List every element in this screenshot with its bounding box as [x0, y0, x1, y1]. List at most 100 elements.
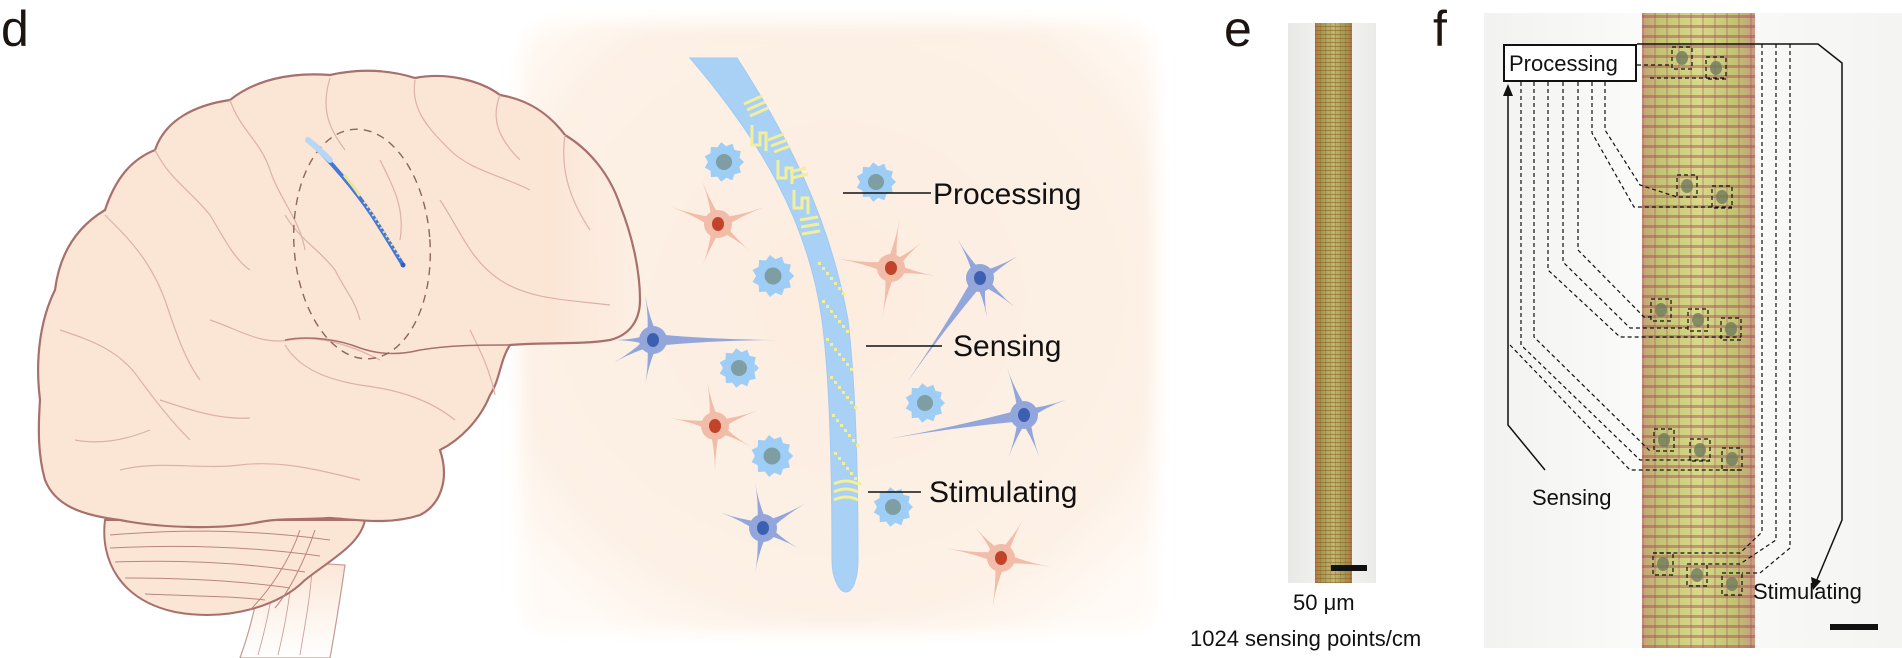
sensing-point: [854, 477, 857, 480]
sensing-point: [856, 444, 859, 447]
astrocyte: [671, 181, 765, 267]
lateral-sulcus: [284, 337, 511, 355]
sensing-point: [852, 439, 855, 442]
routing-trace: [1653, 44, 1763, 554]
sensing-point: [848, 434, 851, 437]
sensing-point: [826, 272, 829, 275]
micrograph-e-probe: [1315, 23, 1352, 583]
neuron-process: [905, 274, 985, 385]
routing-trace: [1742, 44, 1791, 574]
sensing-point: [842, 358, 845, 361]
routing-trace: [1591, 82, 1732, 208]
microglia-cell: [719, 348, 759, 388]
label-f-sensing: Sensing: [1532, 485, 1612, 510]
panel-label-d: d: [1, 1, 29, 57]
sensing-point: [854, 406, 857, 409]
sensing-point: [818, 262, 821, 265]
stimulating-arrow-line: [1637, 43, 1843, 583]
neuron: [613, 295, 783, 385]
neuron-process: [653, 334, 783, 346]
electrode-pad: [1725, 322, 1737, 336]
neuron-nucleus: [757, 521, 769, 535]
sensing-point: [838, 457, 841, 460]
astrocyte: [946, 519, 1051, 608]
sensing-point: [842, 391, 845, 394]
routing-traces: [1509, 44, 1791, 574]
scale-label-e: 50 μm: [1293, 590, 1355, 615]
neuron-nucleus: [1018, 408, 1030, 422]
brain-sulci: [59, 77, 611, 481]
mini-probe-shank: [305, 137, 333, 163]
sensing-point: [838, 386, 841, 389]
microglia-nucleus: [763, 447, 781, 465]
sensing-point: [838, 287, 841, 290]
sensing-point: [850, 401, 853, 404]
electrode-pad-outline: [1720, 317, 1742, 341]
sensing-point: [838, 353, 841, 356]
electrode-pad: [1726, 577, 1738, 591]
processing-box: Processing: [1503, 44, 1637, 82]
microglia-nucleus: [716, 154, 732, 170]
sensing-point: [830, 376, 833, 379]
routing-trace: [1562, 82, 1688, 329]
electrode-pad: [1655, 303, 1667, 317]
microglia-cell: [751, 435, 794, 477]
routing-trace: [1547, 82, 1741, 338]
electrode-pad: [1726, 452, 1738, 466]
microglia-cell: [905, 383, 945, 423]
electrode-pad-outline: [1711, 185, 1733, 209]
sensing-point: [826, 305, 829, 308]
sensing-point: [858, 482, 861, 485]
mini-probe-processing: [342, 174, 362, 197]
sensing-point: [836, 419, 839, 422]
cerebellum-folia: [109, 529, 331, 611]
sensing-arrow-line: [1507, 92, 1546, 471]
electrode-pad: [1692, 313, 1704, 327]
neuron: [905, 239, 1019, 385]
electrode-pad-outline: [1676, 174, 1698, 198]
mini-probe-sensing: [363, 201, 401, 259]
label-f-stimulating: Stimulating: [1753, 579, 1862, 604]
microglia-nucleus: [731, 360, 747, 376]
implant-region-outline: [292, 128, 432, 360]
sensing-point: [822, 300, 825, 303]
scale-bar-e: [1331, 565, 1367, 571]
neuron: [886, 368, 1067, 458]
label-stimulating: Stimulating: [929, 476, 1078, 509]
microglia-cell: [704, 142, 744, 182]
sensing-point: [830, 277, 833, 280]
electrode-pad-outline: [1671, 46, 1693, 70]
mini-probe-tip: [400, 262, 406, 268]
sensing-point: [846, 396, 849, 399]
electrode-pad: [1716, 190, 1728, 204]
sensing-arrow-head: [1503, 84, 1513, 96]
sensing-point: [842, 325, 845, 328]
sensing-point: [822, 267, 825, 270]
sensing-point: [850, 472, 853, 475]
probe-stimulating-electrodes: [833, 479, 859, 502]
electrode-pad-outline: [1705, 56, 1727, 80]
microglia-cell: [873, 487, 913, 527]
sensing-point: [842, 292, 845, 295]
sensing-point: [826, 338, 829, 341]
electrode-pad: [1681, 179, 1693, 193]
routing-trace: [1707, 44, 1777, 565]
label-f-processing: Processing: [1509, 51, 1618, 76]
neuron-nucleus: [974, 271, 986, 285]
sensing-point: [842, 462, 845, 465]
sensing-point: [834, 381, 837, 384]
label-processing: Processing: [933, 178, 1082, 211]
astrocyte: [836, 218, 936, 318]
astrocyte-nucleus: [709, 419, 721, 433]
sensing-point: [846, 467, 849, 470]
electrode-pad: [1676, 51, 1688, 65]
label-sensing: Sensing: [953, 330, 1062, 363]
cerebrum: [37, 69, 642, 529]
electrode-pad-outline: [1721, 572, 1743, 596]
microglia-nucleus: [764, 267, 782, 285]
panel-label-f: f: [1433, 1, 1447, 57]
electrode-pad-outline: [1686, 563, 1708, 587]
routing-trace: [1604, 82, 1678, 198]
astrocyte-nucleus: [995, 551, 1007, 565]
electrode-pad: [1658, 433, 1670, 447]
